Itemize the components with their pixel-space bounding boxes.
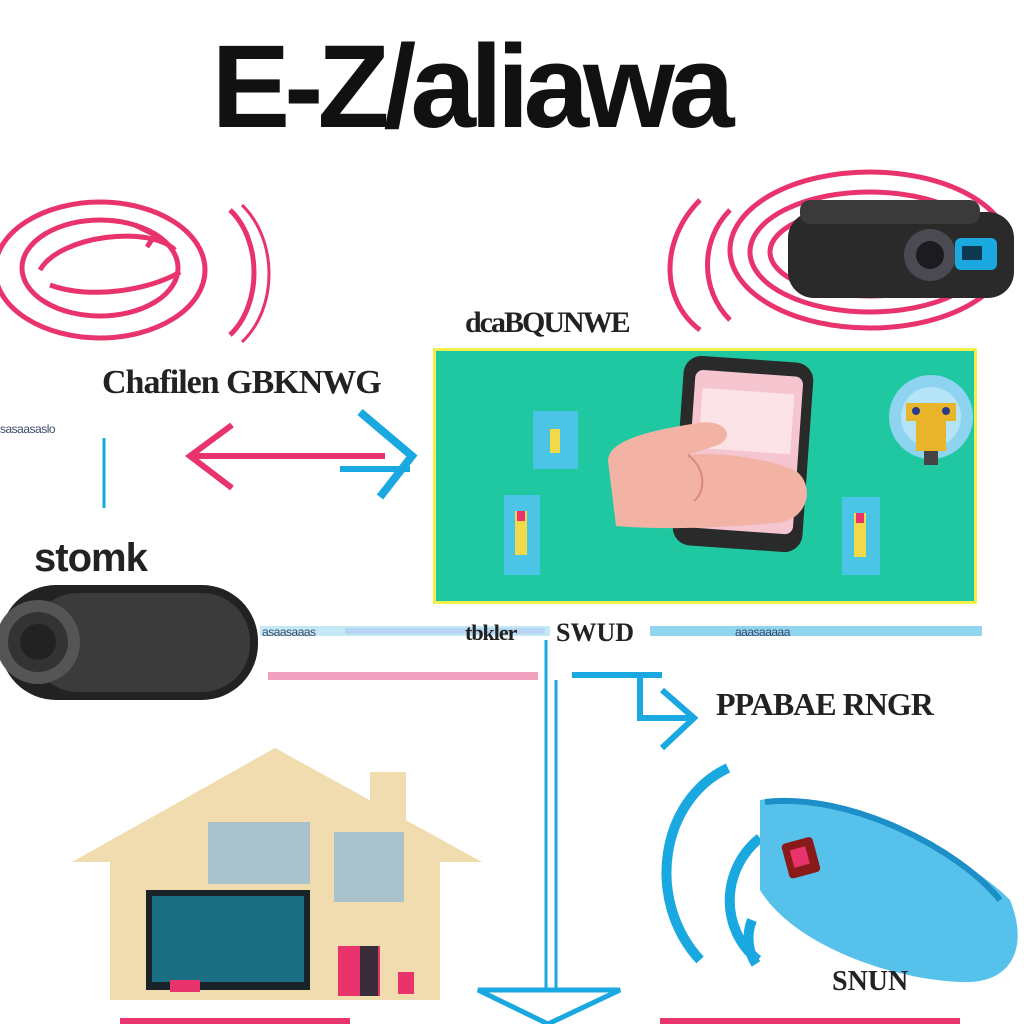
double-arrow-icon [184, 408, 418, 500]
app-panel [433, 348, 977, 604]
bar-small-label: asaasaaas [262, 625, 316, 639]
camera-device-icon [667, 169, 1014, 332]
arrows-label: Chafilen GBKNWG [102, 364, 382, 401]
right-bar-small-label: aaasaaaaa [735, 625, 790, 639]
bottom-right-label: SNUN [832, 966, 909, 997]
left-edge-label: sasaasaslo [0, 422, 56, 436]
page-title: E-Z/aliawa [211, 21, 734, 153]
phone-hand-icon [504, 355, 973, 575]
right-label: PPABAE RNGR [716, 686, 934, 722]
pink-wifi-rings-icon [0, 199, 271, 344]
top-center-label: dcaBQUNWE [465, 306, 631, 339]
speaker-cylinder-icon [0, 585, 258, 700]
mid-bar-main-label: SWUD [556, 618, 635, 647]
streamer-label: stomk [34, 536, 148, 580]
house-icon [72, 748, 482, 1000]
mid-bar-prefix-label: tbkler [465, 620, 517, 645]
router-device-icon [661, 763, 1018, 983]
